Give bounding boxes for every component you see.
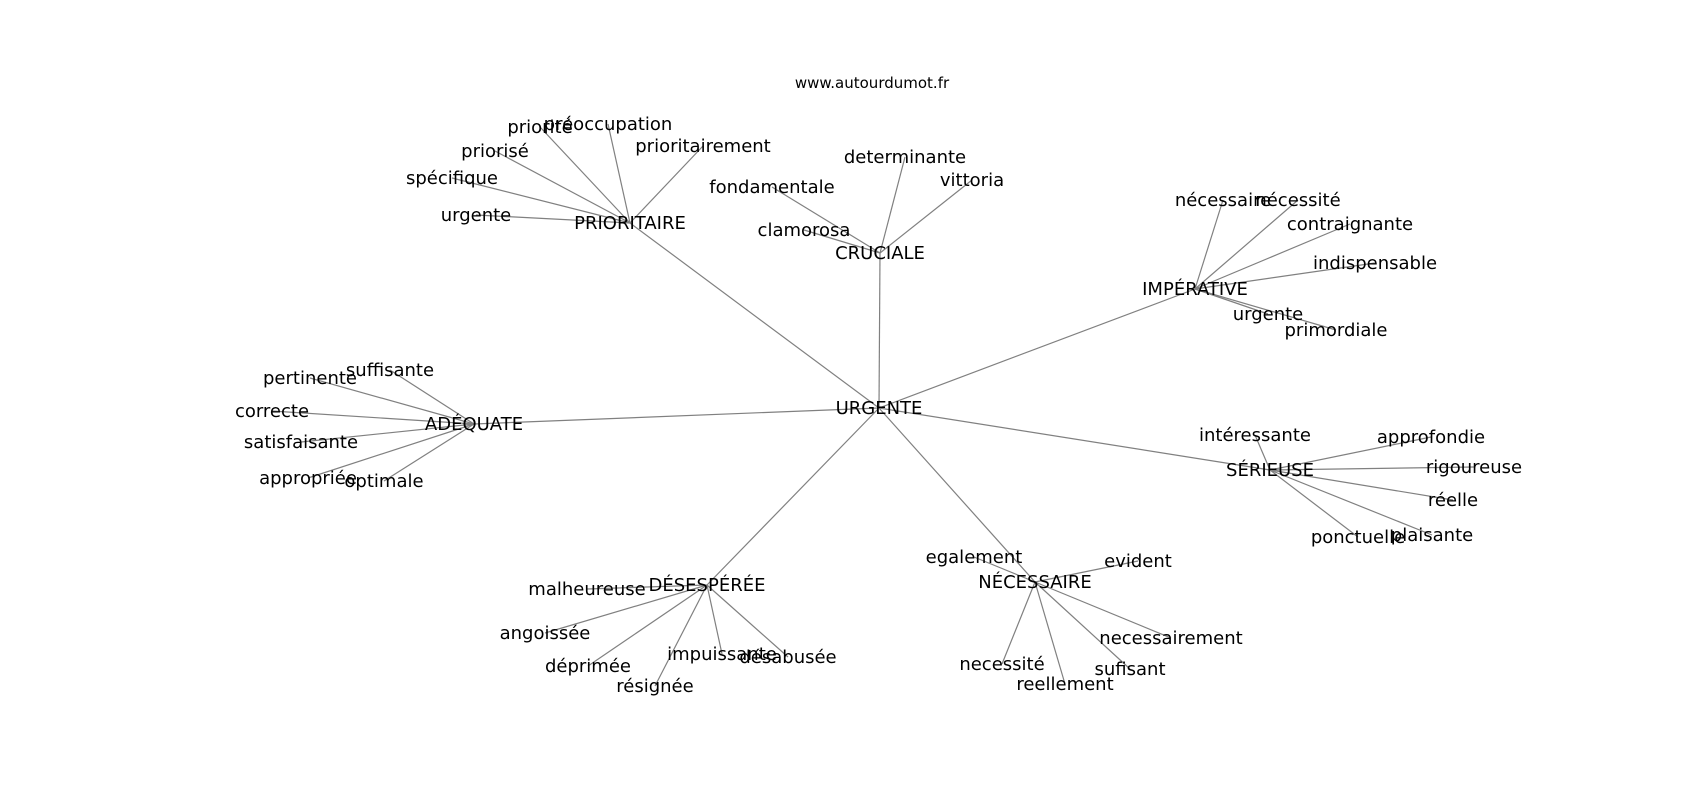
edge-center-adequate (473, 407, 880, 425)
edge-imperative-indispensable (1194, 262, 1376, 290)
leaf-node-urgente[interactable]: urgente (441, 205, 512, 226)
leaf-node-suffisante[interactable]: suffisante (346, 360, 434, 381)
leaf-node-urgente[interactable]: urgente (1233, 304, 1304, 325)
edge-center-prioritaire (629, 222, 880, 409)
leaf-node-correcte[interactable]: correcte (235, 401, 309, 422)
edge-prioritaire-priorite (539, 126, 631, 224)
edge-serieuse-reelle (1269, 469, 1454, 501)
edge-necessaire-reellement (1034, 581, 1066, 685)
leaf-node-vittoria[interactable]: vittoria (940, 170, 1004, 191)
hub-node-imperative[interactable]: IMPÉRATIVE (1142, 278, 1248, 300)
edge-serieuse-interessante (1254, 434, 1271, 471)
leaf-node-priorise[interactable]: priorisé (461, 141, 529, 162)
leaf-node-appropriee[interactable]: appropriée (259, 468, 357, 489)
edge-desesperee-malheureuse (586, 584, 708, 590)
leaf-node-reellement[interactable]: reellement (1016, 674, 1113, 695)
leaf-node-rigoureuse[interactable]: rigoureuse (1426, 457, 1522, 478)
edge-center-necessaire (878, 407, 1036, 583)
hub-node-serieuse[interactable]: SÉRIEUSE (1226, 459, 1314, 481)
leaf-node-evident[interactable]: evident (1104, 551, 1172, 572)
edge-imperative-contraignante (1194, 223, 1351, 290)
edge-cruciale-determinante (879, 156, 906, 254)
hub-node-necessaire[interactable]: NÉCESSAIRE (978, 571, 1091, 593)
leaf-node-necessaire[interactable]: nécessaire (1175, 190, 1271, 211)
leaf-node-approfondie[interactable]: approfondie (1377, 427, 1485, 448)
edge-cruciale-clamorosa (803, 229, 881, 254)
hub-node-adequate[interactable]: ADÉQUATE (425, 413, 523, 435)
edge-serieuse-plaisante (1269, 469, 1433, 536)
edge-desesperee-resignee (654, 584, 708, 687)
hub-node-desesperee[interactable]: DÉSESPÉRÉE (649, 574, 766, 596)
edge-desesperee-deprimee (587, 584, 708, 667)
edge-prioritaire-priorise (494, 150, 631, 224)
edge-serieuse-approfondie (1269, 436, 1432, 471)
edge-center-imperative (878, 288, 1196, 409)
watermark: www.autourdumot.fr (795, 74, 950, 92)
edge-prioritaire-prioritairement (629, 145, 704, 224)
edge-desesperee-impuissante (706, 584, 723, 655)
leaf-node-interessante[interactable]: intéressante (1199, 425, 1311, 446)
leaf-node-necessite[interactable]: nécessité (1255, 190, 1340, 211)
leaf-node-contraignante[interactable]: contraignante (1287, 214, 1413, 235)
leaf-node-priorite[interactable]: priorité (507, 117, 572, 138)
edge-desesperee-desabusee (706, 584, 789, 658)
edge-imperative-necessite (1194, 199, 1299, 290)
leaf-node-primordiale[interactable]: primordiale (1285, 320, 1388, 341)
leaf-node-optimale[interactable]: optimale (344, 471, 423, 492)
edge-serieuse-ponctuelle (1269, 469, 1359, 538)
edge-necessaire-sufisant (1034, 581, 1131, 670)
leaf-node-desabusee[interactable]: désabusée (739, 647, 836, 668)
edge-prioritaire-preoccupation (607, 123, 631, 224)
leaf-node-resignee[interactable]: résignée (616, 676, 693, 697)
leaf-node-specifique[interactable]: spécifique (406, 168, 498, 189)
leaf-node-pertinente[interactable]: pertinente (263, 368, 357, 389)
edge-center-desesperee (706, 407, 880, 586)
edge-center-serieuse (878, 407, 1271, 471)
edge-necessaire-necessite (1001, 581, 1036, 665)
center-node[interactable]: URGENTE (836, 398, 923, 419)
edge-imperative-urgente (1194, 288, 1269, 315)
leaf-node-necessairement[interactable]: necessairement (1099, 628, 1242, 649)
leaf-node-malheureuse[interactable]: malheureuse (528, 579, 645, 600)
leaf-node-fondamentale[interactable]: fondamentale (709, 177, 834, 198)
edge-adequate-correcte (271, 410, 475, 425)
edge-cruciale-fondamentale (771, 186, 881, 254)
leaf-node-egalement[interactable]: egalement (926, 547, 1023, 568)
leaf-node-deprimee[interactable]: déprimée (545, 656, 631, 677)
edge-necessaire-necessairement (1034, 581, 1172, 639)
leaf-node-plaisante[interactable]: plaisante (1391, 525, 1473, 546)
edge-necessaire-egalement (973, 556, 1036, 583)
edge-imperative-necessaire (1194, 199, 1224, 290)
edge-adequate-suffisante (389, 369, 475, 425)
leaf-node-angoissee[interactable]: angoissée (500, 623, 591, 644)
leaf-node-prioritairement[interactable]: prioritairement (635, 136, 770, 157)
edge-adequate-appropriee (307, 423, 475, 479)
leaf-node-sufisant[interactable]: sufisant (1095, 659, 1166, 680)
edge-desesperee-angoissee (544, 584, 708, 634)
leaf-node-necessite[interactable]: necessité (959, 654, 1044, 675)
edge-center-cruciale (878, 252, 881, 409)
hub-node-prioritaire[interactable]: PRIORITAIRE (574, 213, 686, 234)
leaf-node-determinante[interactable]: determinante (844, 147, 966, 168)
leaf-node-ponctuelle[interactable]: ponctuelle (1311, 527, 1405, 548)
edge-prioritaire-specifique (451, 177, 631, 224)
leaf-node-reelle[interactable]: réelle (1428, 490, 1478, 511)
leaf-node-satisfaisante[interactable]: satisfaisante (244, 432, 358, 453)
leaf-node-impuissante[interactable]: impuissante (667, 644, 777, 665)
edge-adequate-pertinente (309, 377, 475, 425)
edge-cruciale-vittoria (879, 179, 973, 254)
edge-necessaire-evident (1034, 560, 1139, 583)
edge-adequate-satisfaisante (300, 423, 475, 443)
edge-imperative-primordiale (1194, 288, 1337, 331)
hub-node-cruciale[interactable]: CRUCIALE (835, 243, 925, 264)
leaf-node-indispensable[interactable]: indispensable (1313, 253, 1437, 274)
edge-adequate-optimale (383, 423, 475, 482)
edge-prioritaire-urgente (475, 214, 631, 224)
edges (271, 123, 1475, 687)
leaf-node-preoccupation[interactable]: préoccupation (544, 114, 673, 135)
leaf-node-clamorosa[interactable]: clamorosa (758, 220, 851, 241)
edge-serieuse-rigoureuse (1269, 466, 1475, 471)
